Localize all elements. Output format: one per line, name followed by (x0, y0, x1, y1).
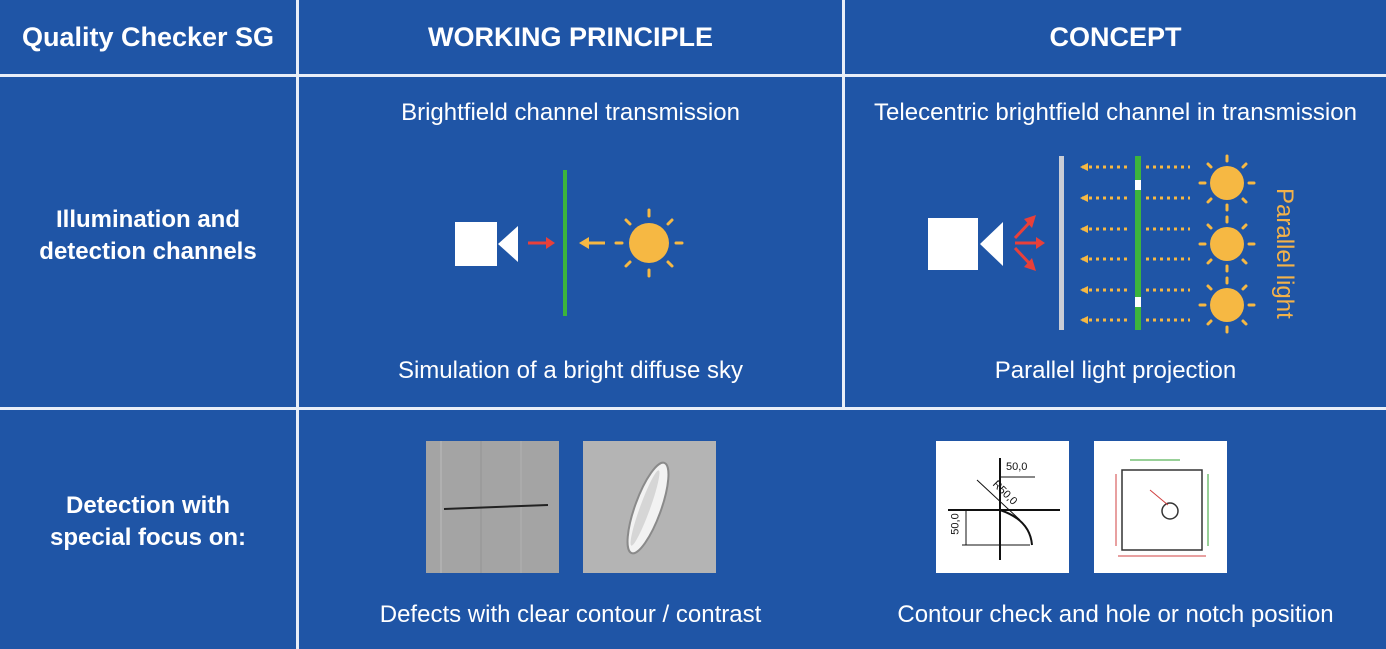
drawing-dim-height: 50,0 (949, 513, 962, 535)
sun-icon (1198, 215, 1256, 273)
sun-icon (614, 208, 684, 278)
drawing-dim-width: 50,0 (1006, 461, 1028, 473)
red-arrow-icon (528, 237, 555, 249)
concept-detection-caption: Contour check and hole or notch position (897, 601, 1334, 628)
parallel-rays (1080, 163, 1190, 324)
camera-icon (455, 222, 518, 266)
row-label-detection-line1: Detection with (65, 492, 230, 519)
header-product-name: Quality Checker SG (21, 22, 275, 52)
object-plane-line (563, 170, 567, 316)
row-label-detection-line2: special focus on: (49, 524, 247, 551)
defect-scratch-image (426, 441, 559, 573)
grid-line-vertical-1 (296, 0, 299, 649)
concept-illumination-title: Telecentric brightfield channel in trans… (874, 99, 1357, 126)
grid-line-vertical-2 (842, 0, 845, 410)
row-label-illumination: Illumination and detection channels (0, 204, 296, 268)
grid-line-horizontal-1 (0, 74, 1386, 77)
concept-object-plane (1135, 156, 1141, 330)
grid-line-horizontal-2 (0, 407, 1386, 410)
wp-detection-caption: Defects with clear contour / contrast (379, 601, 762, 628)
lens-plane (1059, 156, 1064, 330)
sun-icon (1198, 276, 1256, 334)
concept-illumination-caption: Parallel light projection (994, 357, 1237, 384)
header-concept: CONCEPT (1049, 22, 1182, 52)
wp-illumination-title: Brightfield channel transmission (401, 99, 740, 126)
wp-illumination-caption: Simulation of a bright diffuse sky (397, 357, 744, 384)
header-working-principle: WORKING PRINCIPLE (427, 22, 713, 52)
notch-mark (1135, 297, 1141, 307)
hole-drawing-image (1094, 441, 1227, 573)
notch-mark (1135, 180, 1141, 190)
contour-drawing-image (936, 441, 1069, 573)
orange-arrow-icon (579, 237, 605, 249)
row-label-detection: Detection with special focus on: (0, 490, 296, 554)
sun-icon (1198, 154, 1256, 212)
defect-bubble-image (583, 441, 716, 573)
row-label-illumination-line2: detection channels (39, 238, 257, 265)
concept-camera-icon (928, 218, 1003, 270)
row-label-illumination-line1: Illumination and (56, 206, 240, 233)
spread-arrows-icon (1013, 215, 1045, 271)
